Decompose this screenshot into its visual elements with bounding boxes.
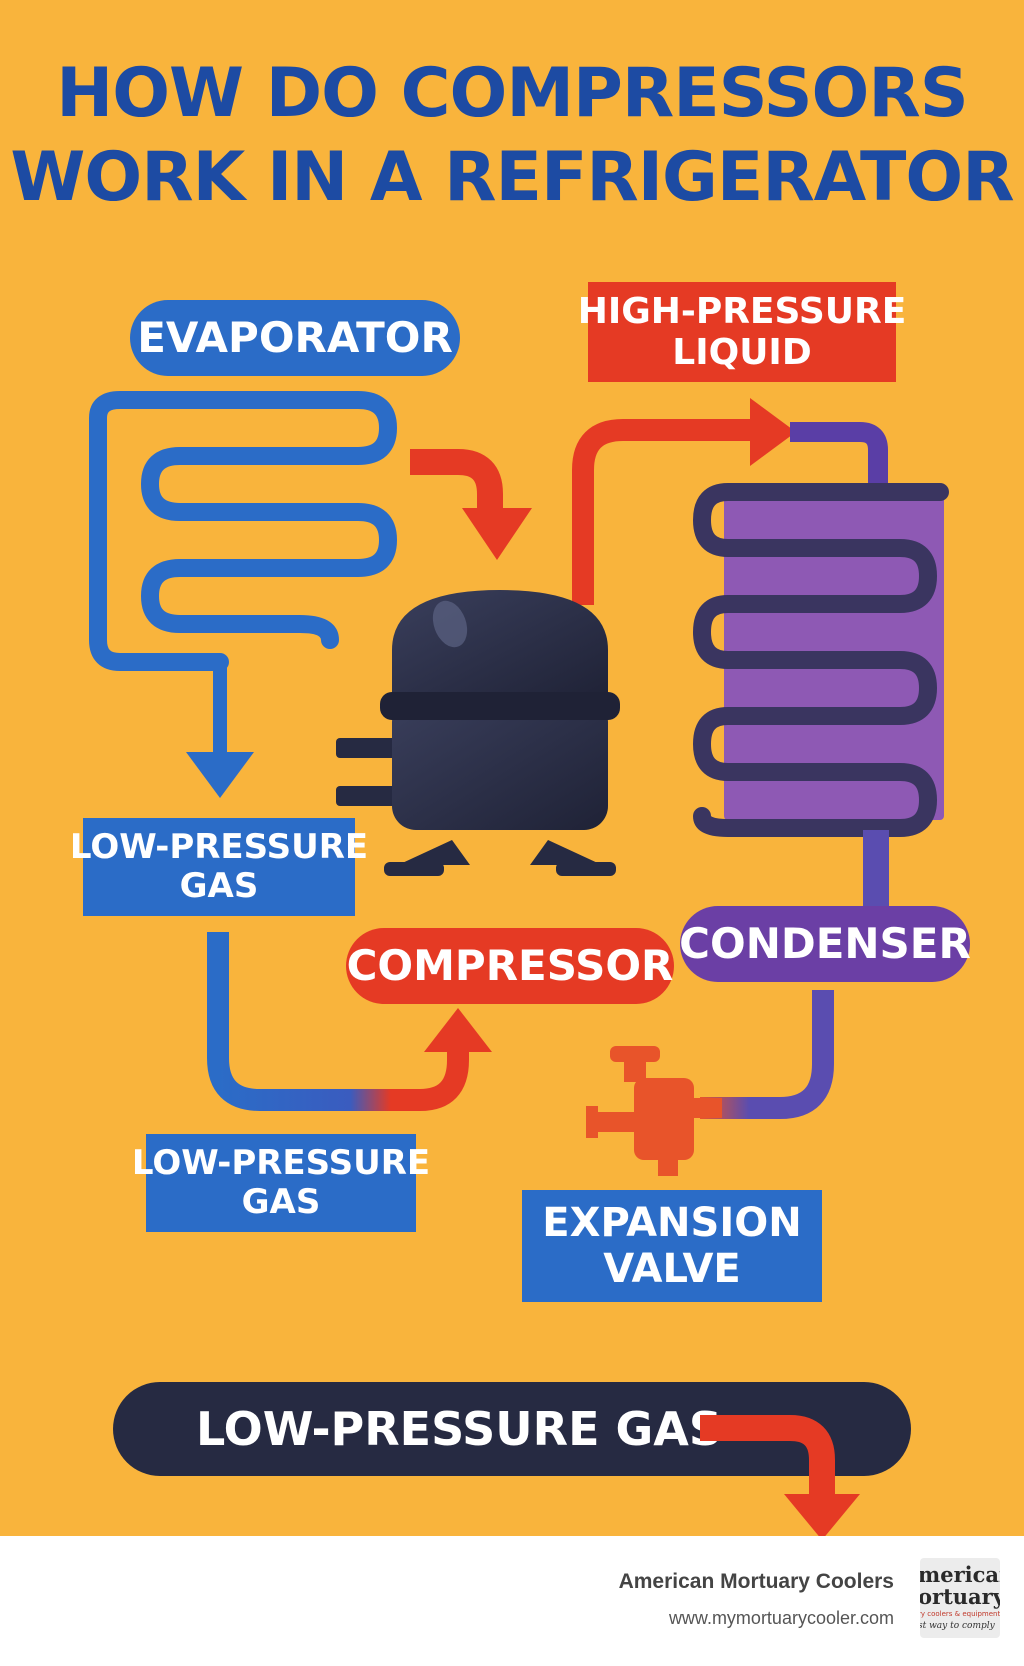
svg-text:ry coolers & equipment: ry coolers & equipment: [920, 1610, 1000, 1618]
logo-mark: merican ortuary ry coolers & equipment s…: [920, 1562, 1000, 1631]
compressor-icon: [336, 590, 620, 876]
infographic-poster: HOW DO COMPRESSORS WORK IN A REFRIGERATO…: [0, 0, 1024, 1536]
down-arrow-icon: [186, 752, 254, 798]
page-title: HOW DO COMPRESSORS WORK IN A REFRIGERATO…: [0, 52, 1024, 220]
svg-text:merican: merican: [920, 1562, 1000, 1587]
compressor-label: COMPRESSOR: [346, 928, 674, 1004]
refrigeration-cycle-diagram: [89, 391, 949, 1176]
bottom-arrow-layer: [700, 1415, 860, 1536]
footer-url[interactable]: www.mymortuarycooler.com: [668, 1608, 894, 1628]
svg-text:st way to comply: st way to comply: [920, 1621, 996, 1631]
suction-line: [207, 932, 492, 1111]
up-arrow-icon: [424, 1008, 492, 1052]
expansion-valve-label: EXPANSION VALVE: [522, 1190, 822, 1302]
discharge-line: [572, 398, 888, 605]
expansion-valve-icon: [586, 1046, 722, 1176]
right-arrow-icon: [750, 398, 796, 466]
low-pressure-gas-label-2: LOW-PRESSURE GAS: [132, 1134, 430, 1232]
liquid-line: [700, 990, 834, 1119]
title-line-1: HOW DO COMPRESSORS: [56, 54, 968, 133]
high-pressure-liquid-label: HIGH-PRESSURE LIQUID: [578, 282, 906, 382]
title-line-2: WORK IN A REFRIGERATOR: [10, 138, 1014, 217]
bottom-banner-text: LOW-PRESSURE GAS: [196, 1402, 722, 1456]
condenser-label: CONDENSER: [679, 906, 971, 982]
condenser-coil-icon: [693, 483, 949, 910]
company-logo: merican ortuary ry coolers & equipment s…: [920, 1558, 1000, 1638]
svg-text:ortuary: ortuary: [920, 1584, 1000, 1609]
footer-company-name: American Mortuary Coolers: [618, 1570, 894, 1593]
evaporator-label: EVAPORATOR: [130, 300, 460, 376]
flow-arrow-icon: [410, 449, 532, 560]
low-pressure-gas-label-1: LOW-PRESSURE GAS: [70, 818, 368, 916]
flow-arrow-icon: [700, 1415, 860, 1536]
evaporator-coil-icon: [89, 391, 397, 798]
